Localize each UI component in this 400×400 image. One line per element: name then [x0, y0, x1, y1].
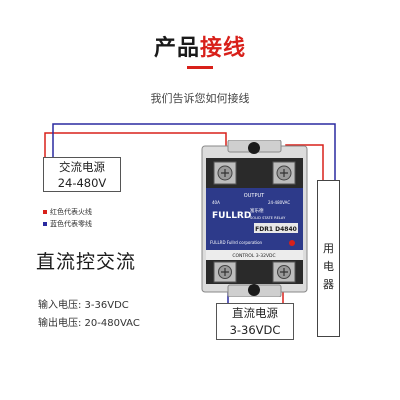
red-square-icon: [43, 210, 47, 214]
relay-type-line: SOLID STATE RELAY: [250, 216, 286, 220]
ac-source-box: 交流电源 24-480V: [43, 157, 121, 192]
title-underline: [187, 66, 213, 69]
relay-rating: 40A: [212, 200, 220, 205]
legend-red-label: 红色代表火线: [50, 208, 92, 216]
spec-input: 输入电压: 3-36VDC: [38, 300, 129, 311]
title-part-1: 产品: [153, 36, 200, 61]
legend-blue: 蓝色代表零线: [43, 219, 92, 229]
main-caption: 直流控交流: [36, 251, 137, 273]
dc-source-title: 直流电源: [232, 306, 278, 320]
relay-corp: FULLRD Fullrd corporation: [210, 240, 263, 245]
solid-state-relay: OUTPUT 40A 24-480VAC FULLRD 富乐德 SOLID ST…: [201, 140, 308, 297]
title-part-2: 接线: [200, 36, 247, 61]
relay-output-label: OUTPUT: [244, 193, 265, 199]
relay-control-label: CONTROL 3-32VDC: [232, 253, 275, 259]
blue-square-icon: [43, 222, 47, 226]
subtitle: 我们告诉您如何接线: [150, 92, 250, 105]
status-led: [289, 240, 295, 246]
page-title: 产品接线: [0, 30, 400, 62]
ac-source-range: 24-480V: [57, 176, 107, 190]
ac-blue-wire: [52, 123, 336, 180]
relay-model: FDR1 D4840: [255, 226, 297, 233]
dc-source-range: 3-36VDC: [229, 323, 281, 337]
ac-source-title: 交流电源: [59, 160, 105, 174]
legend-blue-label: 蓝色代表零线: [50, 220, 92, 228]
dc-source-box: 直流电源 3-36VDC: [216, 303, 294, 340]
relay-brand-cn: 富乐德: [250, 207, 264, 214]
load-char-3: 器: [323, 278, 334, 291]
mount-hole-bottom: [248, 284, 260, 296]
load-char-2: 电: [323, 260, 334, 273]
relay-brand: FULLRD: [212, 211, 251, 221]
legend-red: 红色代表火线: [43, 207, 92, 217]
mount-hole-top: [248, 142, 260, 154]
load-device: [317, 180, 340, 337]
load-label: 用 电 器: [317, 240, 340, 294]
load-char-1: 用: [323, 242, 334, 255]
spec-output: 输出电压: 20-480VAC: [38, 318, 140, 329]
relay-output-range: 24-480VAC: [268, 200, 290, 205]
